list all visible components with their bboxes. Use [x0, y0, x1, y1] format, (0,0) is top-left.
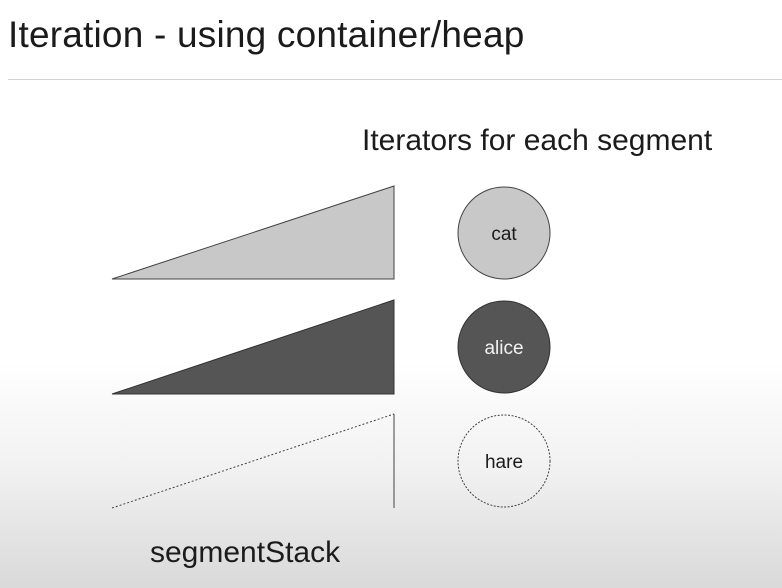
iterator-label-1: cat: [491, 224, 517, 245]
slide-title: Iteration - using container/heap: [8, 14, 525, 55]
segment-stack-label: segmentStack: [150, 536, 341, 569]
segment-triangle-3-hypotenuse: [111, 413, 395, 509]
iterator-circle-2: [457, 300, 551, 394]
title-divider: [8, 79, 782, 80]
segment-triangle-2: [111, 299, 395, 395]
iterator-circle-1: [457, 186, 551, 280]
segment-triangle-1: [111, 185, 395, 280]
iterators-heading: Iterators for each segment: [362, 124, 713, 157]
iterator-label-3: hare: [485, 452, 523, 473]
iterator-circle-3: [457, 414, 551, 508]
iterator-label-2: alice: [484, 338, 523, 359]
